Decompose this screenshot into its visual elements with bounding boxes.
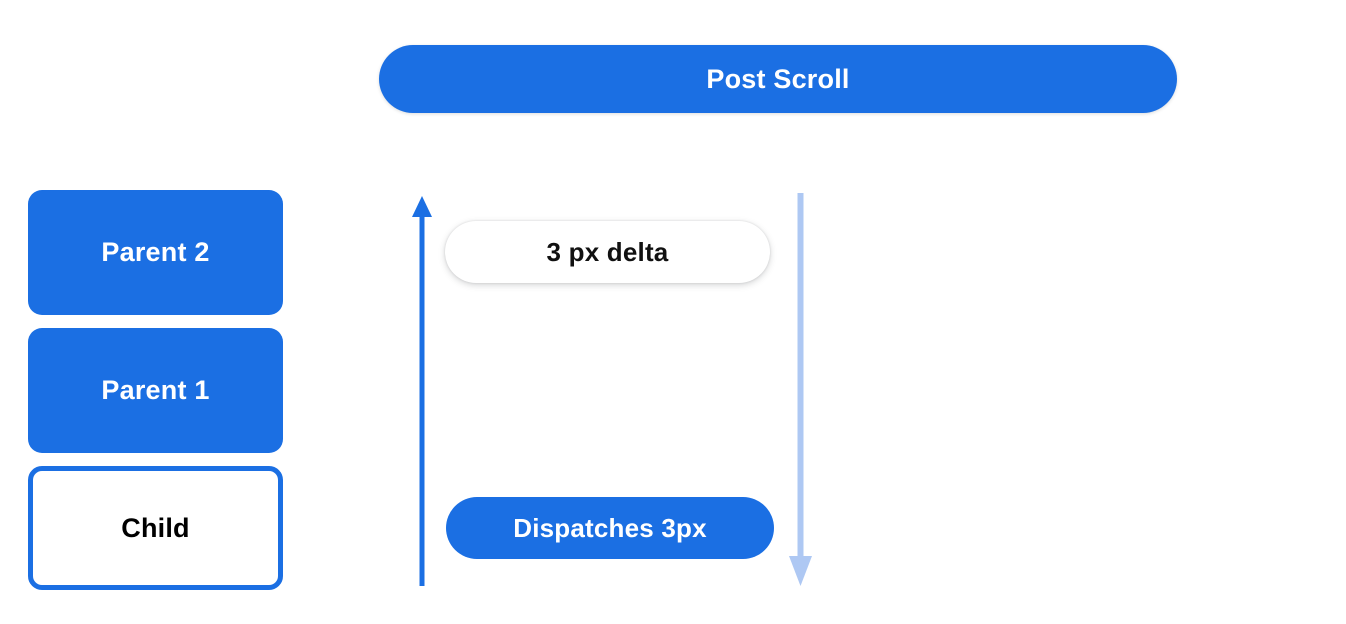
node-box-parent-2[interactable]: Parent 2 bbox=[28, 190, 283, 315]
delta-badge: 3 px delta bbox=[445, 221, 770, 283]
dispatch-badge-label: Dispatches 3px bbox=[513, 512, 707, 543]
node-box-parent-1[interactable]: Parent 1 bbox=[28, 328, 283, 453]
node-box-child-label: Child bbox=[121, 512, 190, 543]
node-box-parent-1-label: Parent 1 bbox=[101, 375, 210, 405]
post-scroll-header-label: Post Scroll bbox=[706, 63, 850, 94]
dispatch-down-arrow-icon bbox=[789, 193, 812, 586]
dispatch-badge: Dispatches 3px bbox=[446, 497, 774, 559]
node-box-parent-2-label: Parent 2 bbox=[101, 237, 210, 267]
delta-badge-label: 3 px delta bbox=[546, 236, 669, 267]
scroll-up-arrow-icon bbox=[412, 196, 432, 586]
post-scroll-header: Post Scroll bbox=[379, 45, 1177, 113]
node-box-child[interactable]: Child bbox=[28, 466, 283, 590]
